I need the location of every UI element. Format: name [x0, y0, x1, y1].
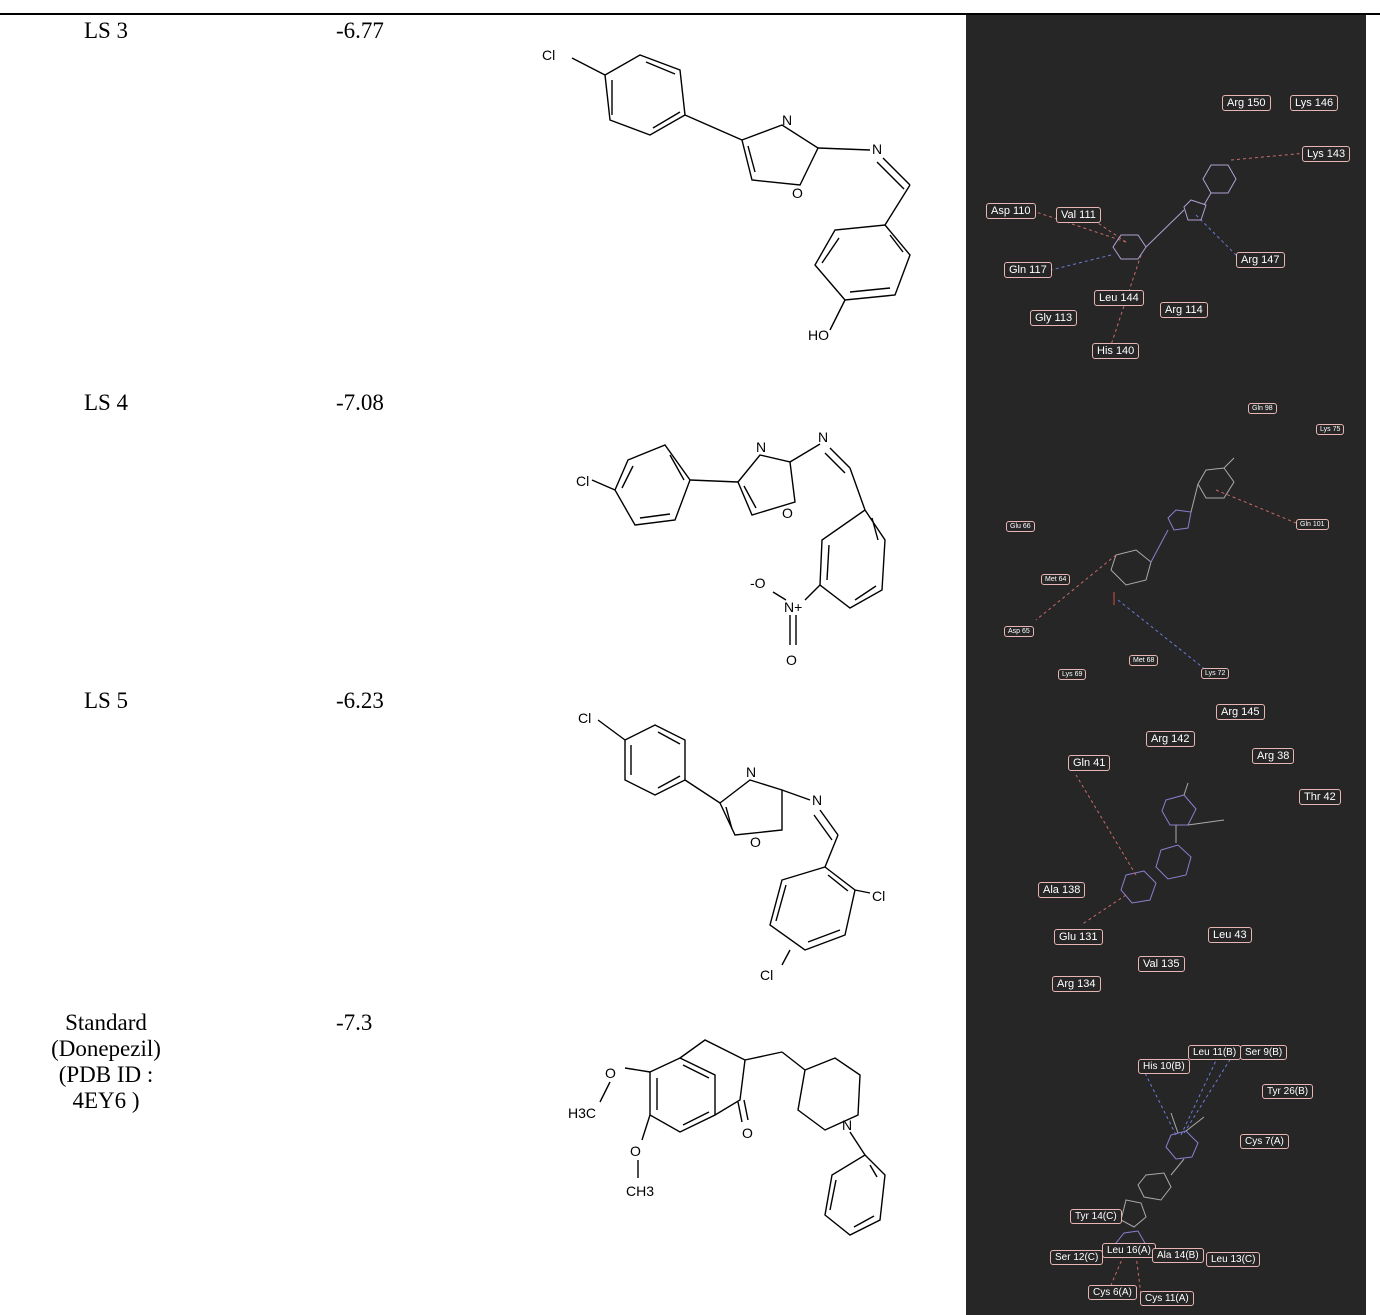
- atom-label: O: [782, 505, 793, 521]
- atom-label: O: [750, 834, 761, 850]
- chemical-structure: Cl N O N Cl Cl: [520, 695, 940, 995]
- residue-label: Arg 145: [1216, 704, 1265, 720]
- interaction-diagram: Gln 98 Lys 75 Glu 66 Gln 101 Met 64 Asp …: [966, 380, 1366, 685]
- atom-label: N: [756, 439, 766, 455]
- residue-label: Leu 13(C): [1206, 1252, 1261, 1267]
- atom-label: H3C: [568, 1105, 596, 1121]
- residue-label: Val 135: [1138, 956, 1185, 972]
- atom-label: Cl: [576, 473, 589, 489]
- residue-label: Leu 16(A): [1102, 1243, 1156, 1258]
- table-row: LS 3 -6.77 Cl N O N: [0, 0, 1380, 380]
- residue-label: Arg 134: [1052, 976, 1101, 992]
- docking-score: -6.23: [336, 688, 384, 713]
- compound-name: Standard (Donepezil) (PDB ID : 4EY6 ): [38, 1010, 174, 1114]
- residue-label: Met 68: [1129, 655, 1159, 666]
- residue-label: Lys 75: [1316, 424, 1345, 435]
- residue-label: Arg 150: [1222, 95, 1271, 111]
- compound-name-line: (Donepezil): [51, 1036, 161, 1061]
- residue-label: Lys 143: [1302, 146, 1351, 162]
- atom-label: Cl: [760, 967, 773, 983]
- residue-label: His 140: [1092, 343, 1140, 359]
- table-top-rule: [0, 13, 1380, 15]
- residue-label: Ala 138: [1038, 882, 1086, 898]
- atom-label: N+: [784, 599, 802, 615]
- atom-label: HO: [808, 327, 829, 343]
- residue-label: Arg 142: [1146, 731, 1195, 747]
- compound-name-line: 4EY6 ): [72, 1088, 140, 1113]
- atom-label: Cl: [872, 888, 885, 904]
- table-row: Standard (Donepezil) (PDB ID : 4EY6 ) -7…: [0, 1005, 1380, 1315]
- residue-label: Lys 69: [1058, 669, 1087, 680]
- compound-name: LS 5: [83, 688, 129, 713]
- interaction-diagram: Arg 150 Lys 146 Lys 143 Asp 110 Val 111 …: [966, 15, 1366, 380]
- residue-label: Gln 101: [1296, 519, 1329, 530]
- table-row: LS 4 -7.08 Cl N O N -O N+: [0, 380, 1380, 685]
- residue-label: Arg 38: [1252, 748, 1295, 764]
- residue-label: Gln 41: [1068, 755, 1111, 771]
- residue-label: Arg 114: [1160, 302, 1208, 318]
- atom-label: N: [842, 1117, 852, 1133]
- chemical-structure: O N O H3C O CH3: [520, 1030, 940, 1310]
- residue-label: Cys 6(A): [1088, 1285, 1137, 1300]
- atom-label: N: [818, 429, 828, 445]
- residue-label: Leu 144: [1094, 290, 1144, 306]
- residue-label: Ala 14(B): [1152, 1248, 1204, 1263]
- atom-label: CH3: [626, 1183, 654, 1199]
- atom-label: N: [812, 792, 822, 808]
- interaction-diagram: Arg 145 Arg 142 Arg 38 Gln 41 Thr 42 Ala…: [966, 685, 1366, 1005]
- compound-name-line: Standard: [65, 1010, 147, 1035]
- atom-label: N: [872, 141, 882, 157]
- residue-label: Thr 42: [1299, 789, 1341, 805]
- compound-name: LS 4: [83, 390, 129, 415]
- residue-label: Glu 131: [1054, 929, 1103, 945]
- residue-label: Met 64: [1041, 574, 1071, 585]
- residue-label: Leu 43: [1208, 927, 1252, 943]
- atom-label: Cl: [542, 47, 555, 63]
- residue-label: Arg 147: [1236, 252, 1285, 268]
- atom-label: O: [742, 1125, 753, 1141]
- residue-label: Ser 12(C): [1050, 1250, 1104, 1265]
- residue-label: Asp 110: [986, 203, 1036, 219]
- residue-label: Asp 65: [1004, 626, 1034, 637]
- docking-score: -7.08: [336, 390, 384, 415]
- residue-label: Lys 72: [1201, 668, 1230, 679]
- residue-label: Tyr 14(C): [1070, 1209, 1122, 1224]
- residue-label: Lys 146: [1290, 95, 1339, 111]
- compound-name-line: (PDB ID :: [58, 1062, 154, 1087]
- atom-label: O: [630, 1143, 641, 1159]
- atom-label: O: [605, 1065, 616, 1081]
- residue-label: Gln 98: [1248, 403, 1277, 414]
- residue-label: Ser 9(B): [1240, 1045, 1288, 1060]
- table-row: LS 5 -6.23 Cl N O N Cl Cl: [0, 685, 1380, 1005]
- docking-score: -6.77: [336, 18, 384, 43]
- compound-name: LS 3: [83, 18, 129, 43]
- atom-label: N: [746, 764, 756, 780]
- chemical-structure: Cl N O N HO: [520, 20, 940, 380]
- docking-score: -7.3: [336, 1010, 373, 1035]
- atom-label: Cl: [578, 710, 591, 726]
- residue-label: Val 111: [1056, 207, 1101, 223]
- residue-label: Cys 11(A): [1140, 1291, 1194, 1306]
- residue-label: Gln 117: [1004, 262, 1052, 278]
- atom-label: N: [782, 112, 792, 128]
- residue-label: His 10(B): [1138, 1059, 1190, 1074]
- residue-label: Cys 7(A): [1240, 1134, 1289, 1149]
- atom-label: -O: [750, 575, 766, 591]
- residue-label: Tyr 26(B): [1262, 1084, 1314, 1099]
- residue-label: Glu 66: [1006, 521, 1035, 532]
- chemical-structure: Cl N O N -O N+ O: [520, 400, 940, 680]
- atom-label: O: [792, 185, 803, 201]
- residue-label: Leu 11(B): [1188, 1045, 1242, 1060]
- atom-label: O: [786, 652, 797, 668]
- interaction-diagram: Leu 11(B) Ser 9(B) His 10(B) Tyr 26(B) C…: [966, 1005, 1366, 1315]
- residue-label: Gly 113: [1030, 310, 1078, 326]
